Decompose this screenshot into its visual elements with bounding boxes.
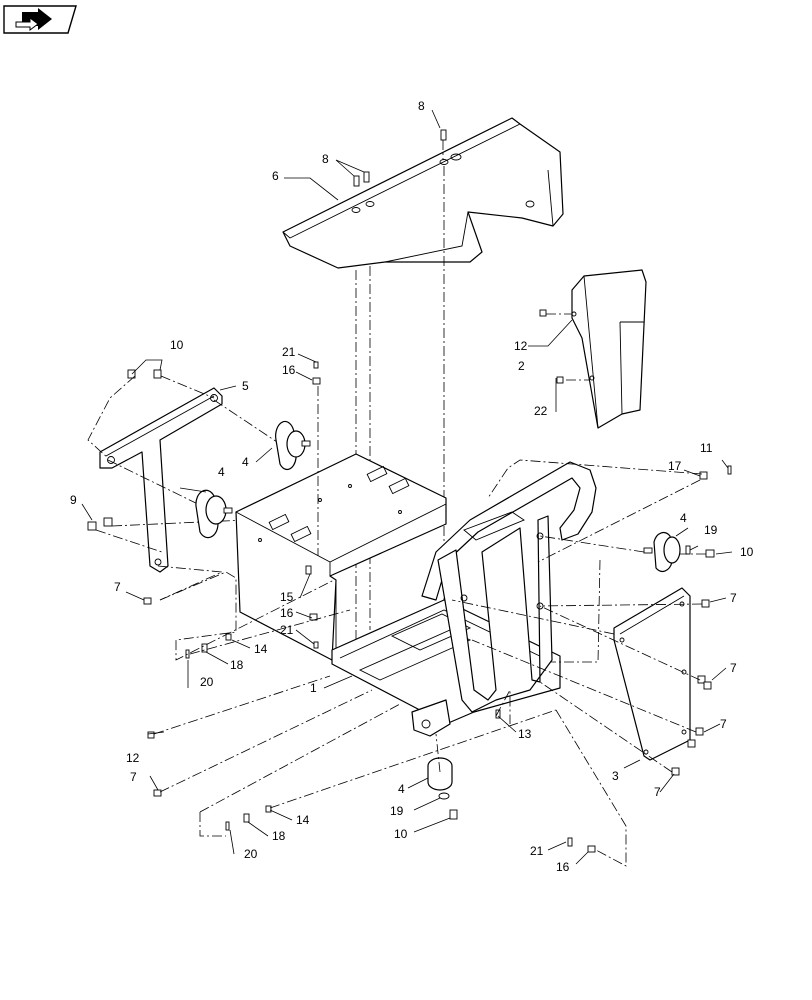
callout-14: 14 bbox=[296, 813, 310, 827]
rubber-mount-4d bbox=[427, 757, 458, 820]
callout-9: 9 bbox=[70, 493, 77, 507]
callout-12: 12 bbox=[126, 751, 140, 765]
bolt-10-pair bbox=[127, 369, 162, 379]
rubber-mount-4b bbox=[195, 489, 233, 539]
callout-7: 7 bbox=[130, 770, 137, 784]
callout-22: 22 bbox=[534, 404, 548, 418]
callout-21: 21 bbox=[530, 844, 544, 858]
callout-labels: 8 8 6 12 2 22 10 5 21 16 4 4 9 7 15 16 2… bbox=[70, 99, 754, 874]
callout-5: 5 bbox=[242, 379, 249, 393]
right-arrow-icon[interactable] bbox=[3, 5, 77, 34]
callout-13: 13 bbox=[518, 727, 532, 741]
rubber-mount-4a bbox=[275, 420, 311, 471]
callout-4: 4 bbox=[680, 511, 687, 525]
callout-4: 4 bbox=[218, 465, 225, 479]
grab-handle-frame bbox=[421, 461, 597, 713]
callout-21: 21 bbox=[282, 345, 296, 359]
callout-4: 4 bbox=[242, 455, 249, 469]
callout-3: 3 bbox=[612, 769, 619, 783]
callout-10: 10 bbox=[740, 545, 754, 559]
callout-16: 16 bbox=[280, 606, 294, 620]
side-shield-plate bbox=[571, 269, 647, 429]
callout-10: 10 bbox=[170, 338, 184, 352]
bolt-9-pair bbox=[87, 517, 113, 531]
callout-7: 7 bbox=[730, 661, 737, 675]
callout-4: 4 bbox=[398, 782, 405, 796]
callout-2: 2 bbox=[518, 359, 525, 373]
callout-19: 19 bbox=[704, 523, 718, 537]
callout-19: 19 bbox=[390, 804, 404, 818]
callout-12: 12 bbox=[514, 339, 528, 353]
callout-7: 7 bbox=[654, 785, 661, 799]
callout-8: 8 bbox=[322, 152, 329, 166]
bolt-8 bbox=[353, 129, 447, 187]
callout-16: 16 bbox=[556, 860, 570, 874]
callout-10: 10 bbox=[394, 827, 408, 841]
callout-14: 14 bbox=[254, 642, 268, 656]
callout-7: 7 bbox=[114, 580, 121, 594]
side-panel bbox=[613, 587, 691, 761]
callout-20: 20 bbox=[244, 847, 258, 861]
callout-1: 1 bbox=[310, 681, 317, 695]
callout-16: 16 bbox=[282, 363, 296, 377]
callout-6: 6 bbox=[272, 169, 279, 183]
t-bracket bbox=[99, 387, 223, 573]
leader-lines bbox=[81, 109, 733, 865]
callout-17: 17 bbox=[668, 459, 682, 473]
callout-7: 7 bbox=[720, 717, 727, 731]
callout-20: 20 bbox=[200, 675, 214, 689]
callout-8: 8 bbox=[418, 99, 425, 113]
top-shield-plate bbox=[282, 117, 564, 269]
callout-21: 21 bbox=[280, 623, 294, 637]
callout-15: 15 bbox=[280, 590, 294, 604]
rubber-mount-4c bbox=[643, 532, 681, 572]
callout-18: 18 bbox=[230, 658, 244, 672]
callout-18: 18 bbox=[272, 829, 286, 843]
callout-7: 7 bbox=[730, 591, 737, 605]
callout-11: 11 bbox=[700, 441, 713, 455]
